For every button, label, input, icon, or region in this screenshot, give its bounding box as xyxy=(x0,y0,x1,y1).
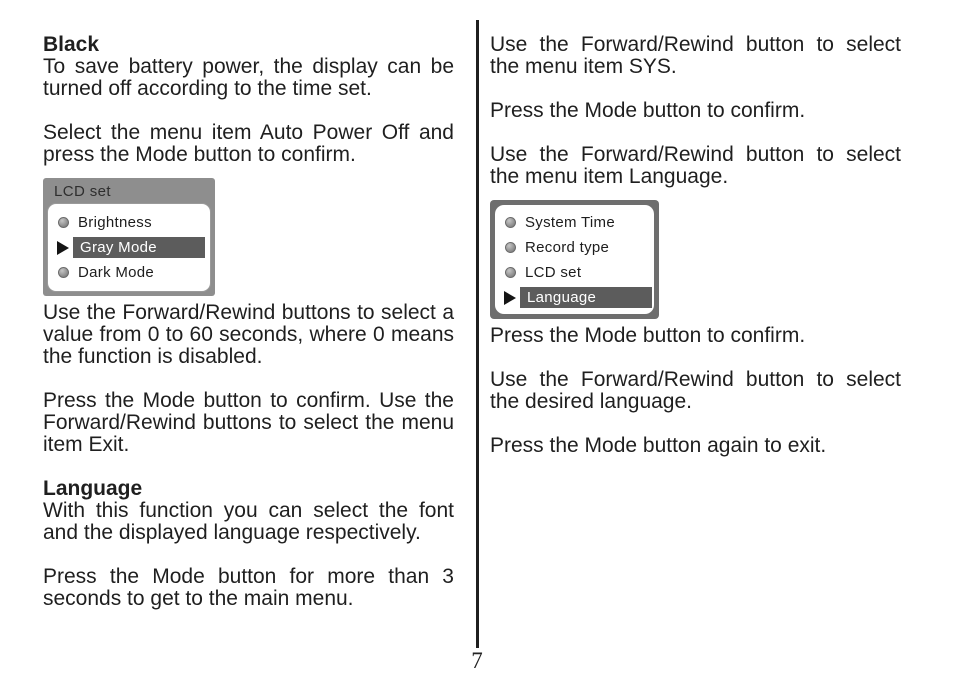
paragraph-confirm-1: Press the Mode button to confirm. xyxy=(490,99,806,122)
menu-item-record-type: Record type xyxy=(495,235,654,260)
menu-item-label: LCD set xyxy=(525,264,582,281)
bullet-icon xyxy=(504,267,516,278)
selection-arrow-icon xyxy=(57,240,69,255)
lcd-set-panel-title: LCD set xyxy=(54,183,111,200)
paragraph-value-range: Use the Forward/Rewind buttons to select… xyxy=(43,301,454,368)
marker-cell xyxy=(502,290,518,305)
paragraph-desired-language: Use the Forward/Rewind button to select … xyxy=(490,368,901,413)
marker-cell xyxy=(502,217,518,228)
page-number: 7 xyxy=(471,648,483,673)
bullet-icon xyxy=(504,217,516,228)
menu-item-label-selected: Gray Mode xyxy=(73,237,205,258)
right-column: Use the Forward/Rewind button to select … xyxy=(490,34,901,479)
section-heading-language: Language xyxy=(43,477,143,500)
menu-item-gray-mode: Gray Mode xyxy=(48,235,210,260)
bullet-icon xyxy=(57,217,69,228)
sys-menu-screen: System Time Record type LCD set Language xyxy=(495,205,654,314)
paragraph-confirm-2: Press the Mode button to confirm. xyxy=(490,324,806,347)
bullet-icon xyxy=(57,267,69,278)
lcd-set-menu-screen: Brightness Gray Mode Dark Mode xyxy=(47,203,211,292)
menu-item-dark-mode: Dark Mode xyxy=(48,260,210,285)
paragraph-auto-power-off: Select the menu item Auto Power Off and … xyxy=(43,121,454,166)
menu-item-lcd-set: LCD set xyxy=(495,260,654,285)
marker-cell xyxy=(502,267,518,278)
menu-item-label: Dark Mode xyxy=(78,264,155,281)
menu-item-brightness: Brightness xyxy=(48,210,210,235)
marker-cell xyxy=(502,242,518,253)
column-divider xyxy=(476,20,479,648)
menu-item-label: Brightness xyxy=(78,214,152,231)
paragraph-battery: To save battery power, the display can b… xyxy=(43,55,454,100)
paragraph-exit: Press the Mode button again to exit. xyxy=(490,434,827,457)
menu-item-label: System Time xyxy=(525,214,615,231)
marker-cell xyxy=(55,267,71,278)
paragraph-select-sys: Use the Forward/Rewind button to select … xyxy=(490,33,901,78)
menu-item-label: Record type xyxy=(525,239,610,256)
sys-menu-panel: System Time Record type LCD set Language xyxy=(490,200,659,319)
lcd-set-menu-panel: LCD set Brightness Gray Mode Dark Mode xyxy=(43,178,215,296)
marker-cell xyxy=(55,240,71,255)
paragraph-main-menu: Press the Mode button for more than 3 se… xyxy=(43,565,454,610)
menu-item-language: Language xyxy=(495,285,654,310)
bullet-icon xyxy=(504,242,516,253)
paragraph-language-intro: With this function you can select the fo… xyxy=(43,499,454,544)
menu-item-system-time: System Time xyxy=(495,210,654,235)
marker-cell xyxy=(55,217,71,228)
selection-arrow-icon xyxy=(504,290,516,305)
left-column: Black To save battery power, the display… xyxy=(43,34,454,632)
paragraph-select-language: Use the Forward/Rewind button to select … xyxy=(490,143,901,188)
section-heading-black: Black xyxy=(43,33,100,56)
paragraph-confirm-exit: Press the Mode button to confirm. Use th… xyxy=(43,389,454,456)
menu-item-label-selected: Language xyxy=(520,287,652,308)
